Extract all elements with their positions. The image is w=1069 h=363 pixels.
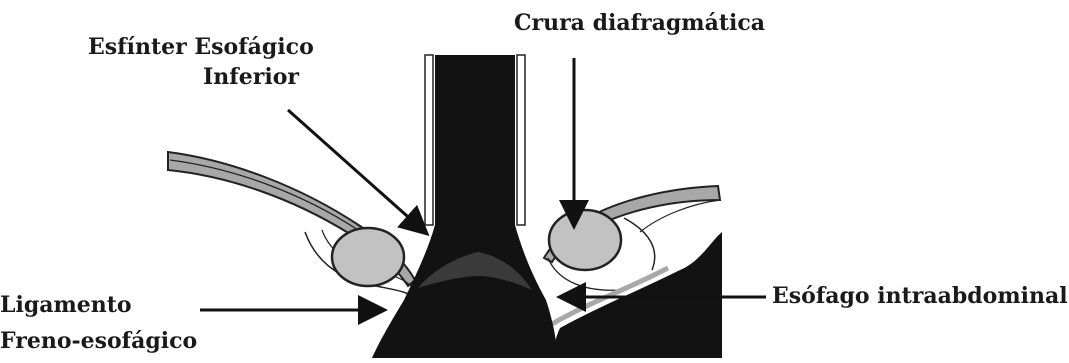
esophagus-left-wall (425, 55, 433, 225)
right-diaphragm-outline-2 (624, 218, 655, 270)
esophagus-right-wall (517, 55, 525, 225)
label-ligamento-line2: Freno-esofágico (0, 328, 197, 354)
label-esfinter-line1: Esfínter Esofágico (88, 34, 314, 60)
label-crura-diafragmatica: Crura diafragmática (514, 10, 765, 36)
label-esofago-intraabdominal: Esófago intraabdominal (772, 283, 1068, 309)
esophagus (372, 55, 558, 358)
label-esfinter-line2: Inferior (203, 64, 299, 90)
right-crus (549, 210, 621, 270)
label-ligamento-line1: Ligamento (0, 292, 132, 318)
arrow-esfinter (288, 110, 425, 232)
left-crus (332, 228, 404, 286)
